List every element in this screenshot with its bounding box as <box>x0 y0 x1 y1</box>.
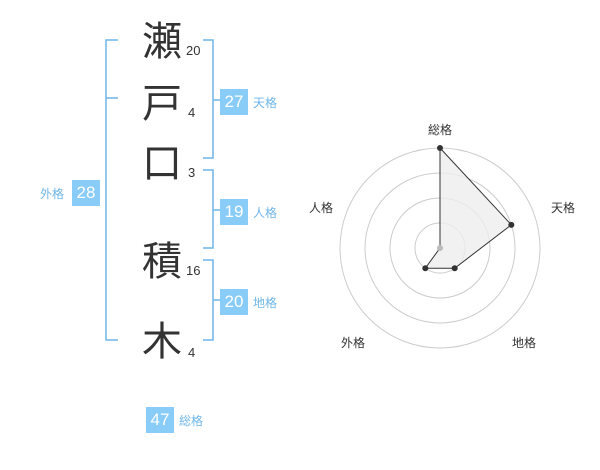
radar-point <box>508 221 515 228</box>
chikaku-value: 20 <box>220 289 248 315</box>
tenkaku-value: 27 <box>220 89 248 115</box>
name-char-4: 積 <box>142 239 182 285</box>
soukaku-label: 総格 <box>179 414 204 428</box>
name-char-3: 口 <box>142 141 182 187</box>
radar-label-chikaku: 地格 <box>512 336 537 350</box>
radar-label-tenkaku: 天格 <box>551 201 576 215</box>
gaikaku-label: 外格 <box>40 187 65 201</box>
name-char-1: 瀬 <box>142 19 182 65</box>
soukaku-value: 47 <box>146 407 174 433</box>
radar-label-soukaku: 総格 <box>428 123 453 137</box>
radar-center <box>437 245 443 251</box>
gaikaku-bracket <box>105 39 118 341</box>
tenkaku-label: 天格 <box>253 96 278 110</box>
name-char-2: 戸 <box>142 81 182 127</box>
radar-point <box>422 265 429 272</box>
jinkaku-value: 19 <box>220 199 248 225</box>
radar-label-jinkaku: 人格 <box>309 201 334 215</box>
jinkaku-label: 人格 <box>253 206 278 220</box>
tenkaku-bracket <box>203 39 214 159</box>
radar-label-gaikaku: 外格 <box>341 336 366 350</box>
radar-point <box>437 145 443 151</box>
stroke-count-2: 4 <box>188 105 196 120</box>
name-char-5: 木 <box>142 319 182 365</box>
chikaku-label: 地格 <box>253 296 278 310</box>
radar-polygon <box>424 146 513 269</box>
stroke-count-1: 20 <box>186 43 201 58</box>
stroke-count-5: 4 <box>188 345 196 360</box>
stroke-count-3: 3 <box>188 165 196 180</box>
stroke-count-4: 16 <box>186 263 201 278</box>
radar-point <box>451 265 458 272</box>
gaikaku-value: 28 <box>72 180 100 206</box>
jinkaku-bracket <box>203 169 214 249</box>
